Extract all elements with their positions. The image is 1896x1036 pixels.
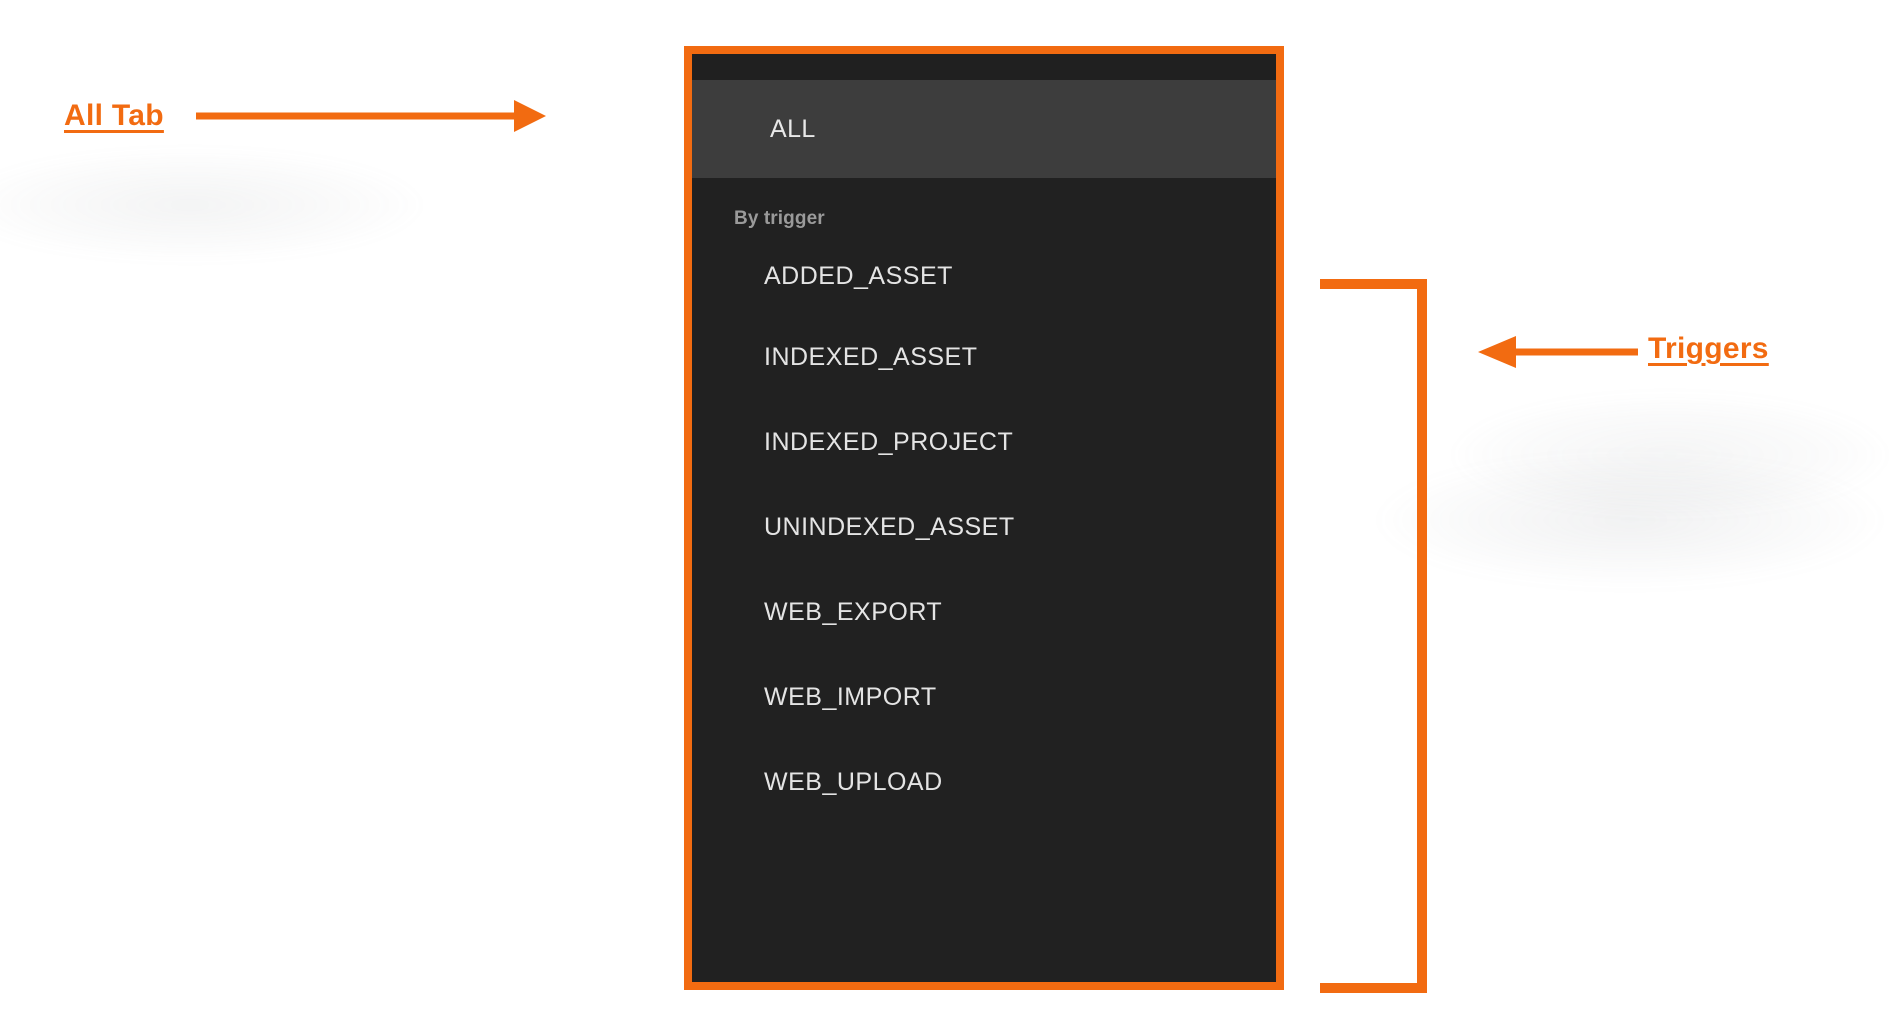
annotation-arrow-right-icon [196,100,546,132]
annotation-arrow-left-icon [1478,336,1638,368]
menu-item-web-import[interactable]: WEB_IMPORT [692,655,1276,740]
menu-item-label: UNINDEXED_ASSET [764,513,1015,541]
menu-item-label: WEB_EXPORT [764,598,943,626]
menu-item-indexed-asset[interactable]: INDEXED_ASSET [692,315,1276,400]
annotation-label-triggers: Triggers [1648,332,1769,365]
tab-all-label: ALL [770,114,816,143]
background-smudge-right-upper [1455,395,1885,515]
menu-item-indexed-project[interactable]: INDEXED_PROJECT [692,400,1276,485]
annotation-bracket-triggers [1320,279,1427,993]
menu-item-unindexed-asset[interactable]: UNINDEXED_ASSET [692,485,1276,570]
filter-dropdown-panel: ALL By trigger ADDED_ASSET INDEXED_ASSET… [684,46,1284,990]
section-header-by-trigger: By trigger [734,208,825,229]
background-smudge-right-lower [1380,455,1880,585]
annotation-label-all-tab: All Tab [64,99,164,132]
menu-item-label: INDEXED_PROJECT [764,428,1014,456]
menu-item-label: WEB_IMPORT [764,683,937,711]
trigger-menu-list: ADDED_ASSET INDEXED_ASSET INDEXED_PROJEC… [692,230,1276,825]
menu-item-added-asset[interactable]: ADDED_ASSET [692,230,1276,315]
menu-item-label: INDEXED_ASSET [764,343,978,371]
panel-top-strip [692,54,1276,80]
menu-item-label: WEB_UPLOAD [764,768,943,796]
menu-item-web-export[interactable]: WEB_EXPORT [692,570,1276,655]
tab-all[interactable]: ALL [692,80,1276,178]
menu-item-label: ADDED_ASSET [764,262,953,290]
menu-item-web-upload[interactable]: WEB_UPLOAD [692,740,1276,825]
background-smudge-left [0,150,420,260]
